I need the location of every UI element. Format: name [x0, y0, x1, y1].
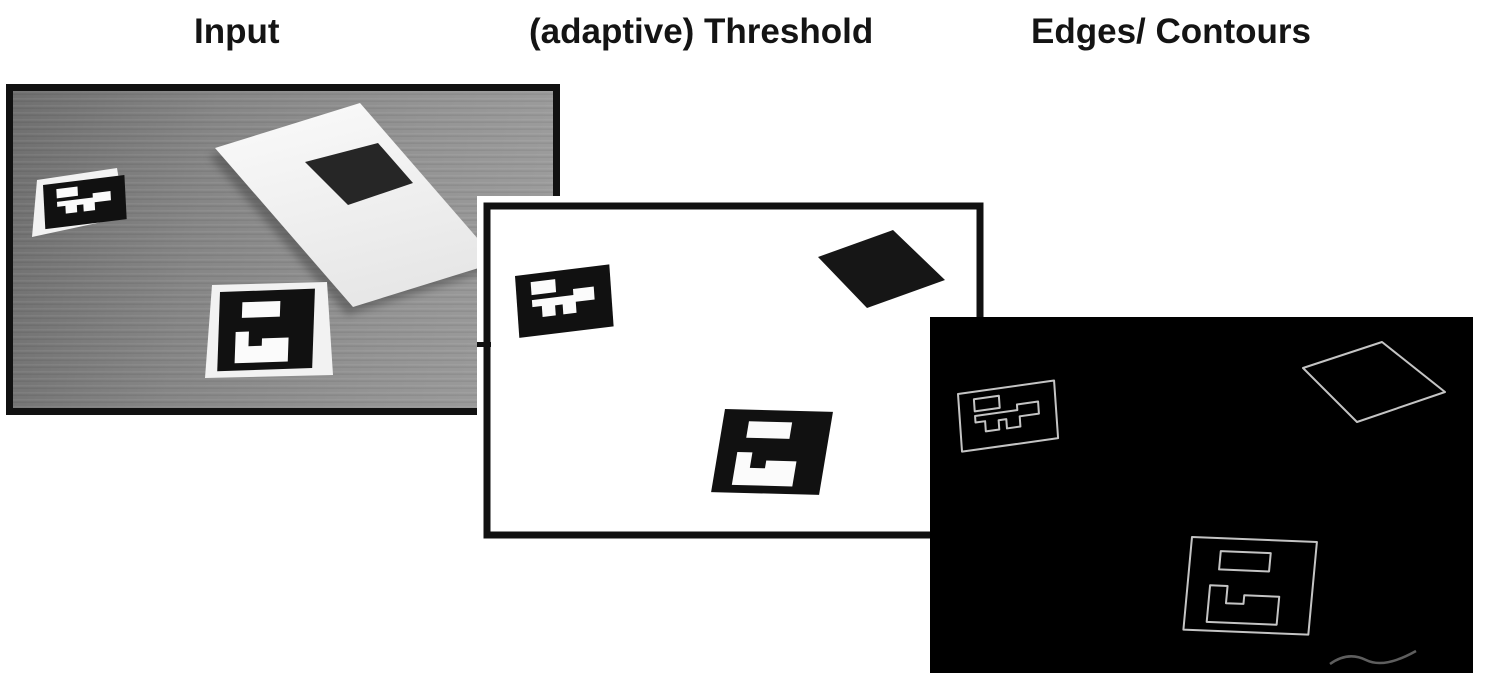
black-square-on-paper — [305, 143, 413, 205]
panel-input-photo — [6, 84, 560, 415]
threshold-border-tick — [477, 342, 491, 347]
marker-contour-g — [1182, 535, 1319, 636]
fiducial-marker-f-threshold — [515, 264, 614, 338]
threshold-scene — [477, 202, 984, 539]
panel-threshold-image — [477, 196, 990, 545]
edge-scene — [957, 317, 1473, 666]
stage-label-threshold: (adaptive) Threshold — [529, 12, 874, 51]
paper-sheet — [215, 103, 498, 307]
input-photo-scene — [32, 103, 498, 378]
fiducial-marker-g-photo — [217, 288, 315, 372]
panel-edge-image — [930, 317, 1473, 673]
marker-contour-f — [957, 379, 1060, 453]
marker-contour-square — [1303, 342, 1445, 422]
edge-artifact-squiggle — [1329, 649, 1417, 666]
black-square-threshold — [818, 230, 945, 308]
fiducial-marker-g-threshold — [711, 409, 833, 495]
stage-label-input: Input — [194, 12, 280, 51]
stage-label-edges-contours: Edges/ Contours — [1031, 12, 1312, 51]
